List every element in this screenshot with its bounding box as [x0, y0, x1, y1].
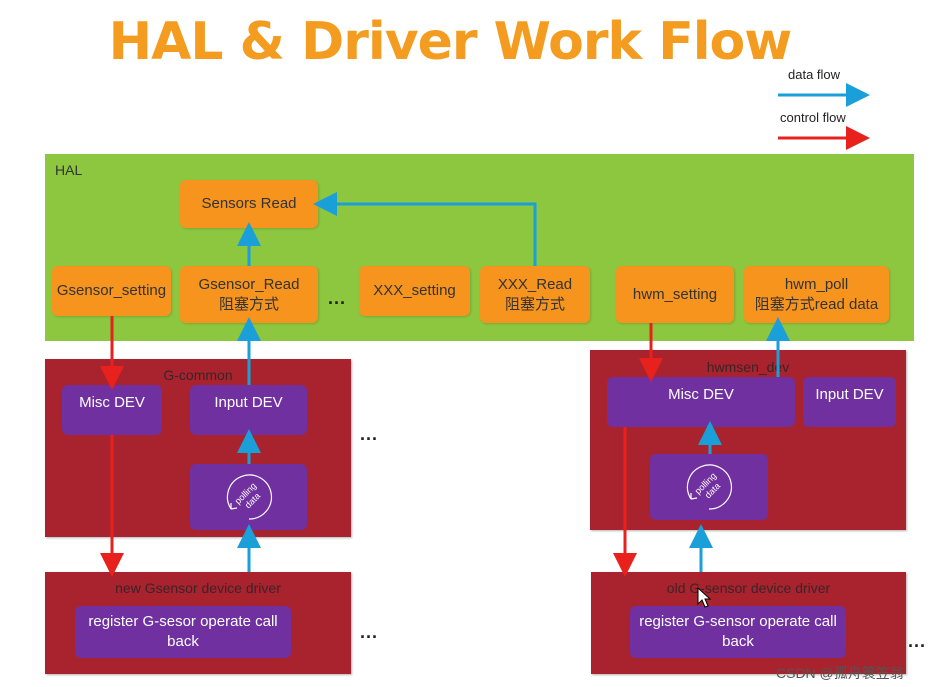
gsensor-setting-box: Gsensor_setting [52, 266, 171, 316]
middle-ellipsis: ... [360, 424, 379, 444]
g-common-input-dev: Input DEV [190, 385, 307, 435]
polling-cycle-icon: polling data [226, 474, 272, 520]
old-driver-register-line2: back [722, 633, 754, 650]
legend-control-flow-label: control flow [780, 110, 846, 125]
page-title: HAL & Driver Work Flow [108, 12, 793, 72]
g-common-misc-dev: Misc DEV [62, 385, 162, 435]
hwmsen-misc-dev: Misc DEV [607, 377, 795, 427]
g-common-label: G-common [163, 367, 233, 383]
hwm-setting-label: hwm_setting [632, 285, 718, 303]
old-driver-label: old G-sensor device driver [666, 580, 831, 596]
old-driver-register-box: register G-sensor operate call back [630, 606, 846, 658]
xxx-setting-box: XXX_setting [359, 266, 470, 316]
xxx-setting-label: XXX_setting [373, 282, 456, 299]
gsensor-read-mode: 阻塞方式 [218, 295, 279, 313]
sensors-read-box: Sensors Read [180, 180, 318, 228]
hwmsen-dev-label: hwmsen_dev [706, 359, 790, 375]
sensors-read-label: Sensors Read [201, 195, 297, 212]
new-driver-label: new Gsensor device driver [115, 580, 281, 596]
hwmsen-input-dev: Input DEV [803, 377, 896, 427]
watermark: CSDN @孤舟簑笠翁 [776, 665, 904, 681]
hal-ellipsis: ... [328, 288, 347, 308]
xxx-read-label: XXX_Read [497, 275, 573, 293]
right-ellipsis: ... [908, 631, 927, 651]
xxx-read-mode: 阻塞方式 [504, 295, 565, 313]
hwmsen-input-dev-label: Input DEV [815, 386, 884, 403]
gsensor-setting-label: Gsensor_setting [56, 282, 167, 299]
hwm-poll-label: hwm_poll [784, 275, 849, 293]
old-driver-register-line1: register G-sensor operate call [639, 613, 837, 630]
gsensor-read-box: Gsensor_Read 阻塞方式 [180, 266, 318, 323]
xxx-read-box: XXX_Read 阻塞方式 [480, 266, 590, 323]
hwm-poll-mode: 阻塞方式read data [754, 295, 879, 313]
hal-label: HAL [55, 162, 83, 178]
hwmsen-misc-dev-label: Misc DEV [668, 386, 734, 403]
hwmsen-polling-box: polling data [650, 454, 768, 520]
g-common-input-dev-label: Input DEV [214, 394, 283, 411]
hwm-setting-box: hwm_setting [616, 266, 734, 323]
polling-cycle-icon: polling data [686, 464, 733, 510]
g-common-polling-box: polling data [190, 464, 307, 530]
new-driver-register-line2: back [167, 633, 199, 650]
legend-data-flow-label: data flow [788, 67, 841, 82]
new-driver-register-box: register G-sesor operate call back [75, 606, 291, 658]
new-driver-register-line1: register G-sesor operate call [88, 613, 278, 630]
hwm-poll-box: hwm_poll 阻塞方式read data [744, 266, 889, 323]
bottom-ellipsis: ... [360, 622, 379, 642]
g-common-misc-dev-label: Misc DEV [79, 394, 145, 411]
gsensor-read-label: Gsensor_Read [198, 275, 300, 293]
